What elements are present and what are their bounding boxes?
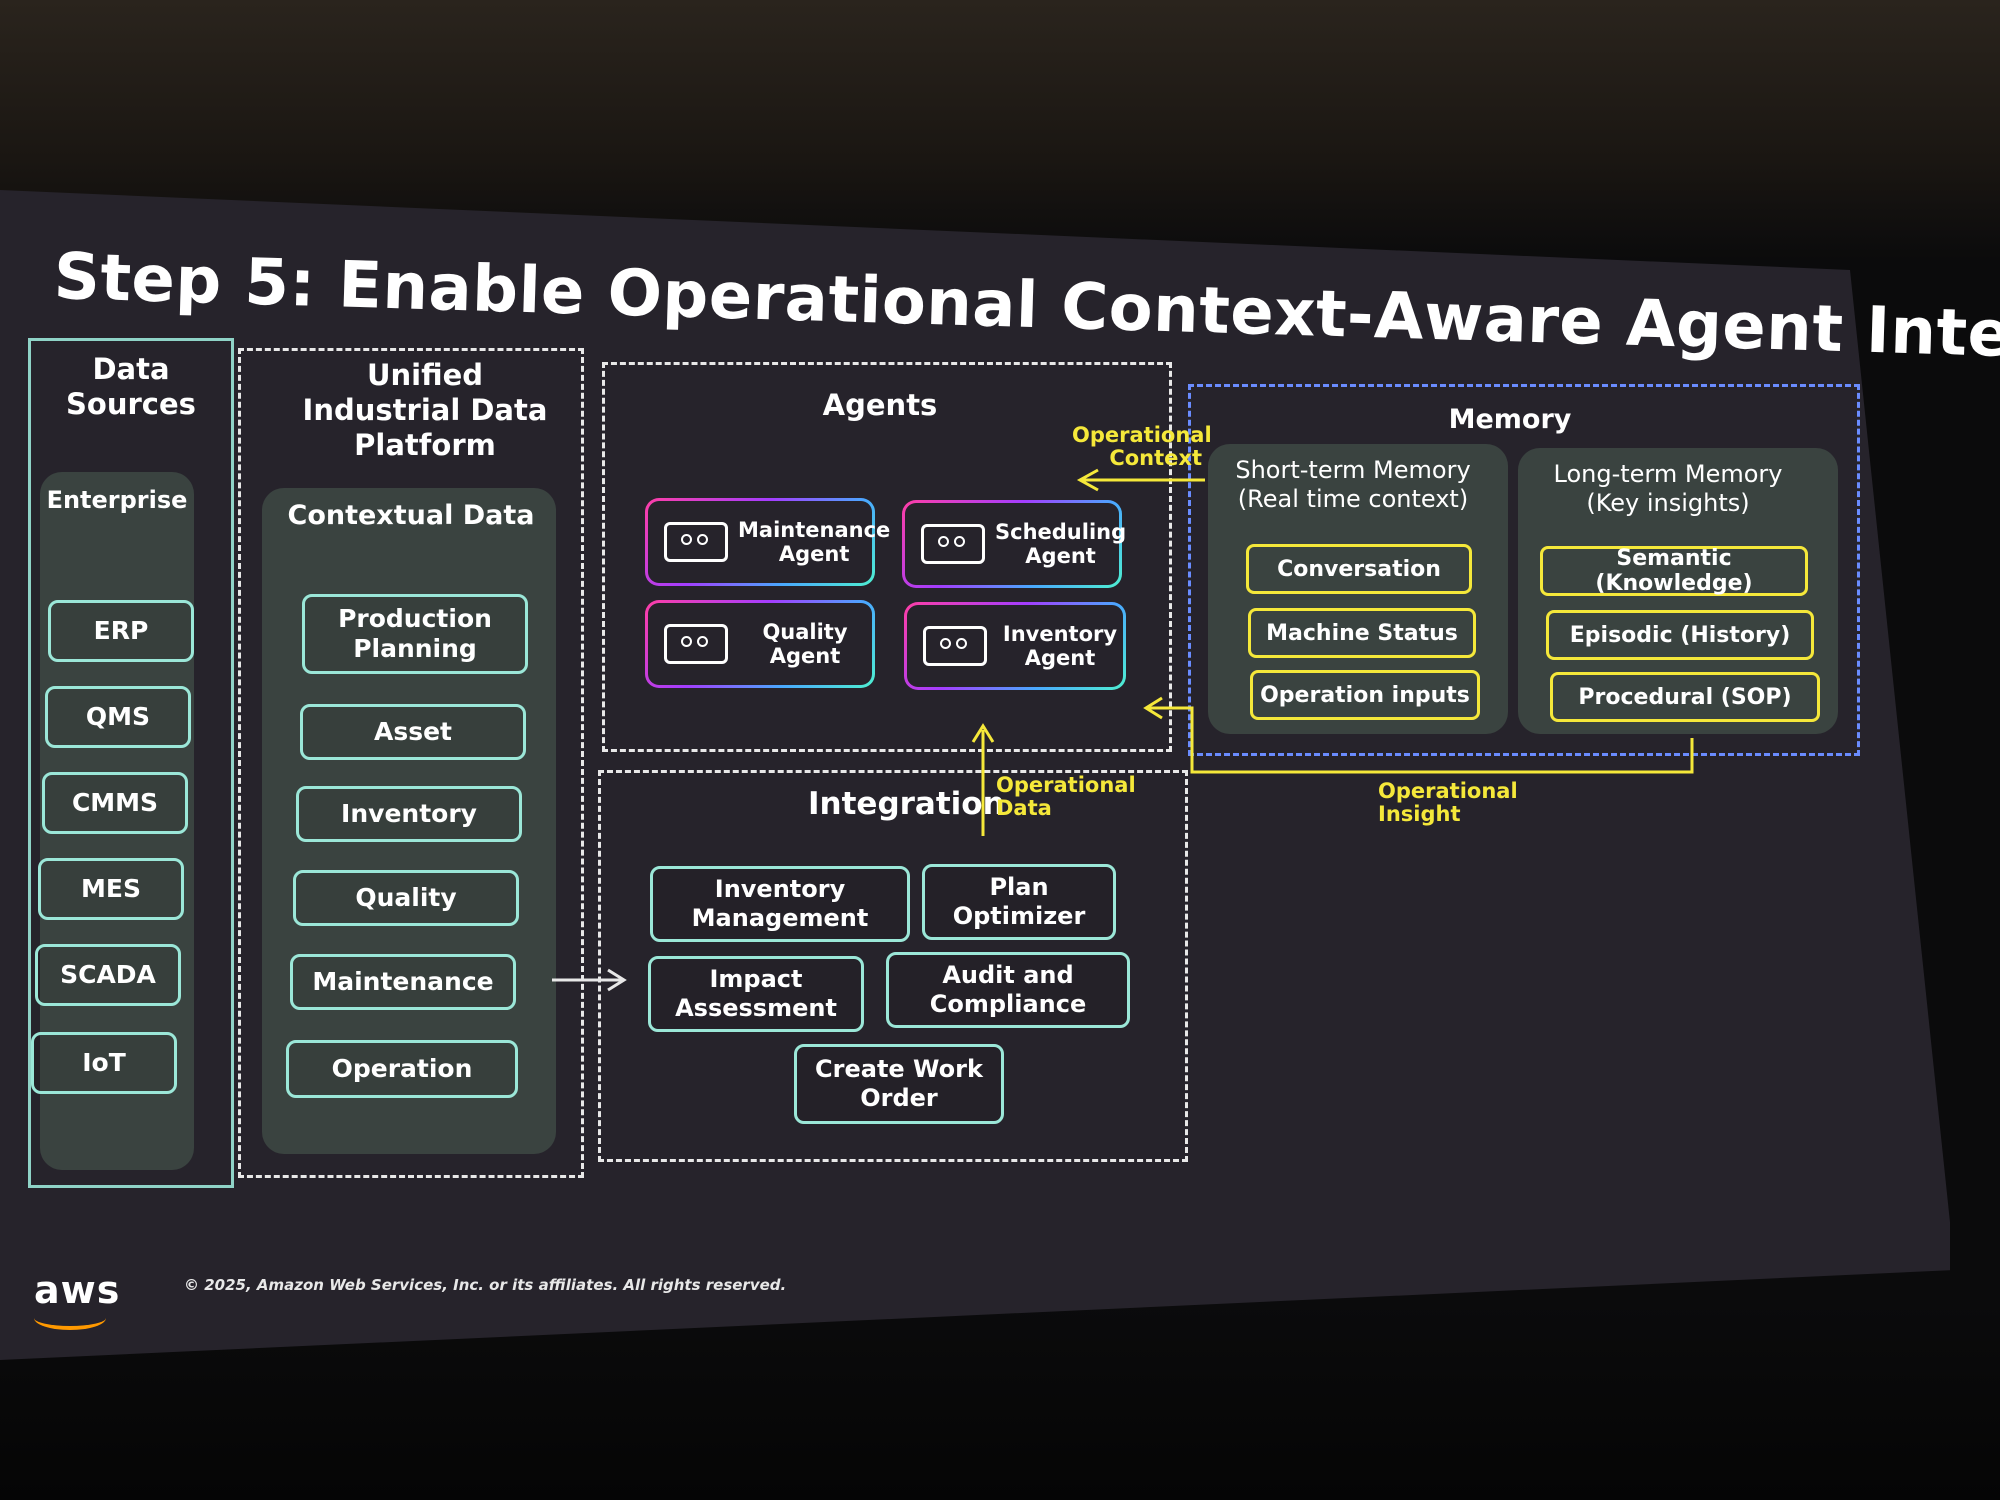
agent-quality[interactable]: Quality Agent <box>645 600 875 688</box>
source-scada[interactable]: SCADA <box>35 944 181 1006</box>
enterprise-group <box>40 472 194 1170</box>
robot-icon <box>664 522 728 562</box>
copyright-text: © 2025, Amazon Web Services, Inc. or its… <box>184 1276 787 1294</box>
memory-episodic[interactable]: Episodic (History) <box>1546 610 1814 660</box>
platform-panel <box>238 348 584 1178</box>
operational-insight-label: Operational Insight <box>1378 779 1518 827</box>
context-operation[interactable]: Operation <box>286 1040 518 1098</box>
integration-impact-assessment[interactable]: Impact Assessment <box>648 956 864 1032</box>
aws-smile-icon <box>34 1306 106 1330</box>
memory-operation-inputs[interactable]: Operation inputs <box>1250 670 1480 720</box>
context-production-planning[interactable]: Production Planning <box>302 594 528 674</box>
integration-plan-optimizer[interactable]: Plan Optimizer <box>922 864 1116 940</box>
robot-icon <box>664 624 728 664</box>
source-erp[interactable]: ERP <box>48 600 194 662</box>
enterprise-group-label: Enterprise <box>46 486 188 514</box>
integration-header: Integration <box>808 786 1005 822</box>
robot-icon <box>923 626 987 666</box>
integration-audit-compliance[interactable]: Audit and Compliance <box>886 952 1130 1028</box>
platform-header: Unified Industrial Data Platform <box>302 358 548 462</box>
contextual-data-label: Contextual Data <box>287 500 535 531</box>
integration-panel <box>598 770 1188 1162</box>
context-inventory[interactable]: Inventory <box>296 786 522 842</box>
context-asset[interactable]: Asset <box>300 704 526 760</box>
memory-machine-status[interactable]: Machine Status <box>1248 608 1476 658</box>
operational-data-label: Operational Data <box>996 773 1136 821</box>
operational-context-label: Operational Context <box>1072 423 1212 471</box>
integration-inventory-management[interactable]: Inventory Management <box>650 866 910 942</box>
agents-panel <box>602 362 1172 752</box>
source-qms[interactable]: QMS <box>45 686 191 748</box>
data-sources-panel <box>28 338 234 1188</box>
source-iot[interactable]: IoT <box>31 1032 177 1094</box>
memory-procedural[interactable]: Procedural (SOP) <box>1550 672 1820 722</box>
long-term-memory-header: Long-term Memory (Key insights) <box>1553 460 1783 517</box>
integration-create-work-order[interactable]: Create Work Order <box>794 1044 1004 1124</box>
agent-maintenance[interactable]: Maintenance Agent <box>645 498 890 586</box>
agent-scheduling[interactable]: Scheduling Agent <box>902 500 1126 588</box>
memory-header: Memory <box>1448 404 1572 435</box>
source-cmms[interactable]: CMMS <box>42 772 188 834</box>
long-term-memory-group <box>1518 448 1838 734</box>
memory-semantic[interactable]: Semantic (Knowledge) <box>1540 546 1808 596</box>
context-maintenance[interactable]: Maintenance <box>290 954 516 1010</box>
aws-logo: aws <box>34 1268 121 1312</box>
context-quality[interactable]: Quality <box>293 870 519 926</box>
short-term-memory-header: Short-term Memory (Real time context) <box>1235 456 1471 513</box>
agents-header: Agents <box>822 388 938 422</box>
robot-icon <box>921 524 985 564</box>
memory-conversation[interactable]: Conversation <box>1246 544 1472 594</box>
short-term-memory-group <box>1208 444 1508 734</box>
agent-inventory[interactable]: Inventory Agent <box>904 602 1126 690</box>
source-mes[interactable]: MES <box>38 858 184 920</box>
data-sources-header: Data Sources <box>66 352 196 421</box>
